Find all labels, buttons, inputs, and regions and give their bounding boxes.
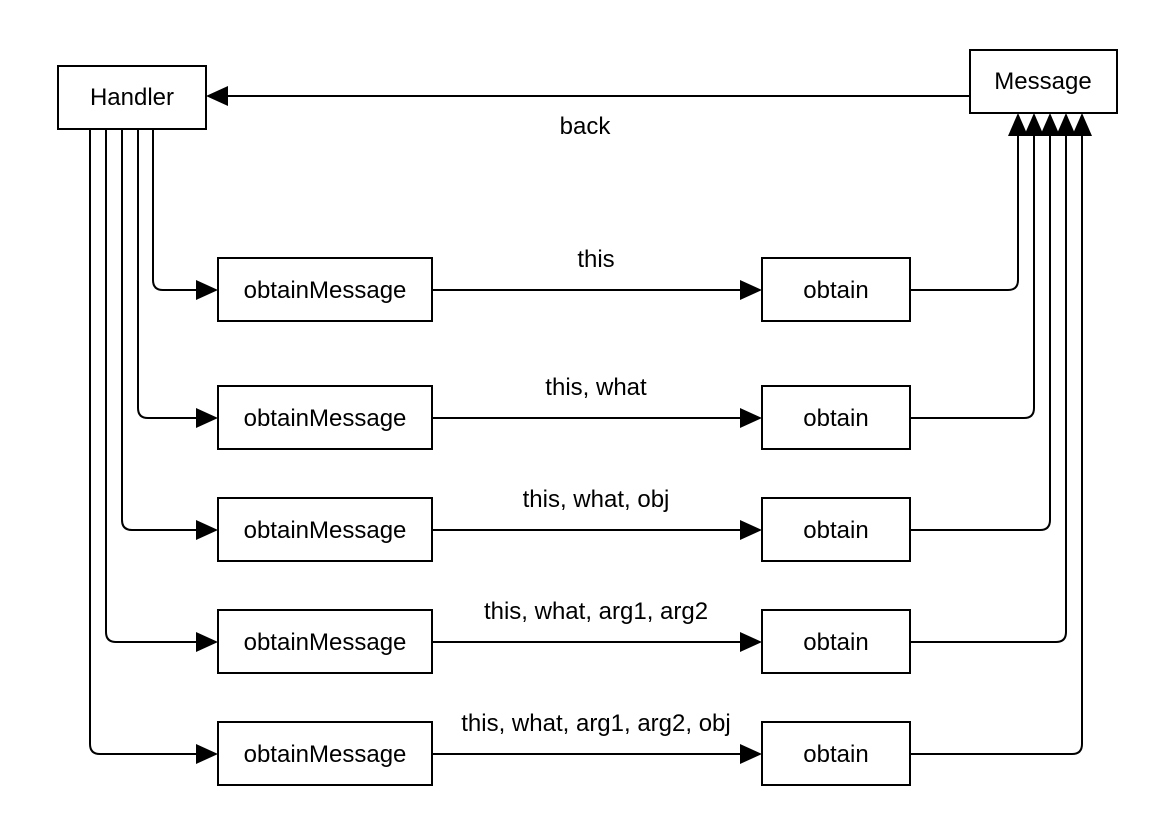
- obtain-label: obtain: [803, 277, 868, 304]
- obtainmessage-label: obtainMessage: [244, 405, 407, 432]
- obtainmessage-arrowhead: [196, 744, 218, 764]
- obtain-to-message-edge: [910, 134, 1035, 419]
- params-label: this: [577, 246, 614, 273]
- obtainmessage-label: obtainMessage: [244, 517, 407, 544]
- obtainmessage-arrowhead: [196, 280, 218, 300]
- obtain-label: obtain: [803, 517, 868, 544]
- obtain-label: obtain: [803, 629, 868, 656]
- row-5: obtainMessage this, what, arg1, arg2, ob…: [89, 129, 1083, 786]
- obtainmessage-label: obtainMessage: [244, 629, 407, 656]
- obtain-arrowhead: [740, 408, 762, 428]
- obtain-box: [761, 497, 911, 562]
- params-label: this, what: [545, 374, 647, 401]
- params-label: this, what, arg1, arg2, obj: [461, 710, 730, 737]
- obtain-box: [761, 609, 911, 674]
- message-arrowhead-3: [1040, 113, 1060, 136]
- obtainmessage-arrowhead: [196, 632, 218, 652]
- row-3: obtainMessage this, what, obj obtain: [121, 129, 1051, 562]
- params-label: this, what, arg1, arg2: [484, 598, 708, 625]
- row-1: obtainMessage this obtain: [152, 129, 1019, 322]
- message-arrowhead-1: [1008, 113, 1028, 136]
- obtain-label: obtain: [803, 405, 868, 432]
- obtain-arrowhead: [740, 520, 762, 540]
- back-label: back: [560, 113, 612, 140]
- message-arrowhead-2: [1024, 113, 1044, 136]
- obtainmessage-box: [217, 257, 433, 322]
- back-arrowhead: [206, 86, 228, 106]
- obtainmessage-box: [217, 609, 433, 674]
- obtain-arrowhead: [740, 744, 762, 764]
- params-label: this, what, obj: [523, 486, 670, 513]
- obtain-to-message-edge: [910, 134, 1083, 755]
- handler-to-obtainmessage-edge: [105, 129, 198, 643]
- handler-to-obtainmessage-edge: [137, 129, 198, 419]
- obtain-to-message-edge: [910, 134, 1019, 291]
- handler-to-obtainmessage-edge: [152, 129, 198, 291]
- obtainmessage-arrowhead: [196, 408, 218, 428]
- obtain-to-message-edge: [910, 134, 1051, 531]
- back-edge: back: [206, 86, 970, 140]
- handler-to-obtainmessage-edge: [89, 129, 198, 755]
- obtain-to-message-edge: [910, 134, 1067, 643]
- message-arrowhead-4: [1056, 113, 1076, 136]
- obtain-arrowhead: [740, 280, 762, 300]
- obtain-box: [761, 385, 911, 450]
- message-label: Message: [994, 68, 1091, 95]
- row-4: obtainMessage this, what, arg1, arg2 obt…: [105, 129, 1067, 674]
- obtainmessage-label: obtainMessage: [244, 277, 407, 304]
- obtain-label: obtain: [803, 741, 868, 768]
- handler-node: Handler: [57, 65, 207, 130]
- obtain-box: [761, 257, 911, 322]
- handler-to-obtainmessage-edge: [121, 129, 198, 531]
- message-node: Message: [969, 49, 1118, 114]
- row-2: obtainMessage this, what obtain: [137, 129, 1035, 450]
- obtainmessage-box: [217, 497, 433, 562]
- handler-label: Handler: [90, 84, 174, 111]
- obtainmessage-box: [217, 721, 433, 786]
- obtain-arrowhead: [740, 632, 762, 652]
- message-arrowhead-5: [1072, 113, 1092, 136]
- obtainmessage-arrowhead: [196, 520, 218, 540]
- obtainmessage-label: obtainMessage: [244, 741, 407, 768]
- message-arrowheads: [1008, 113, 1092, 136]
